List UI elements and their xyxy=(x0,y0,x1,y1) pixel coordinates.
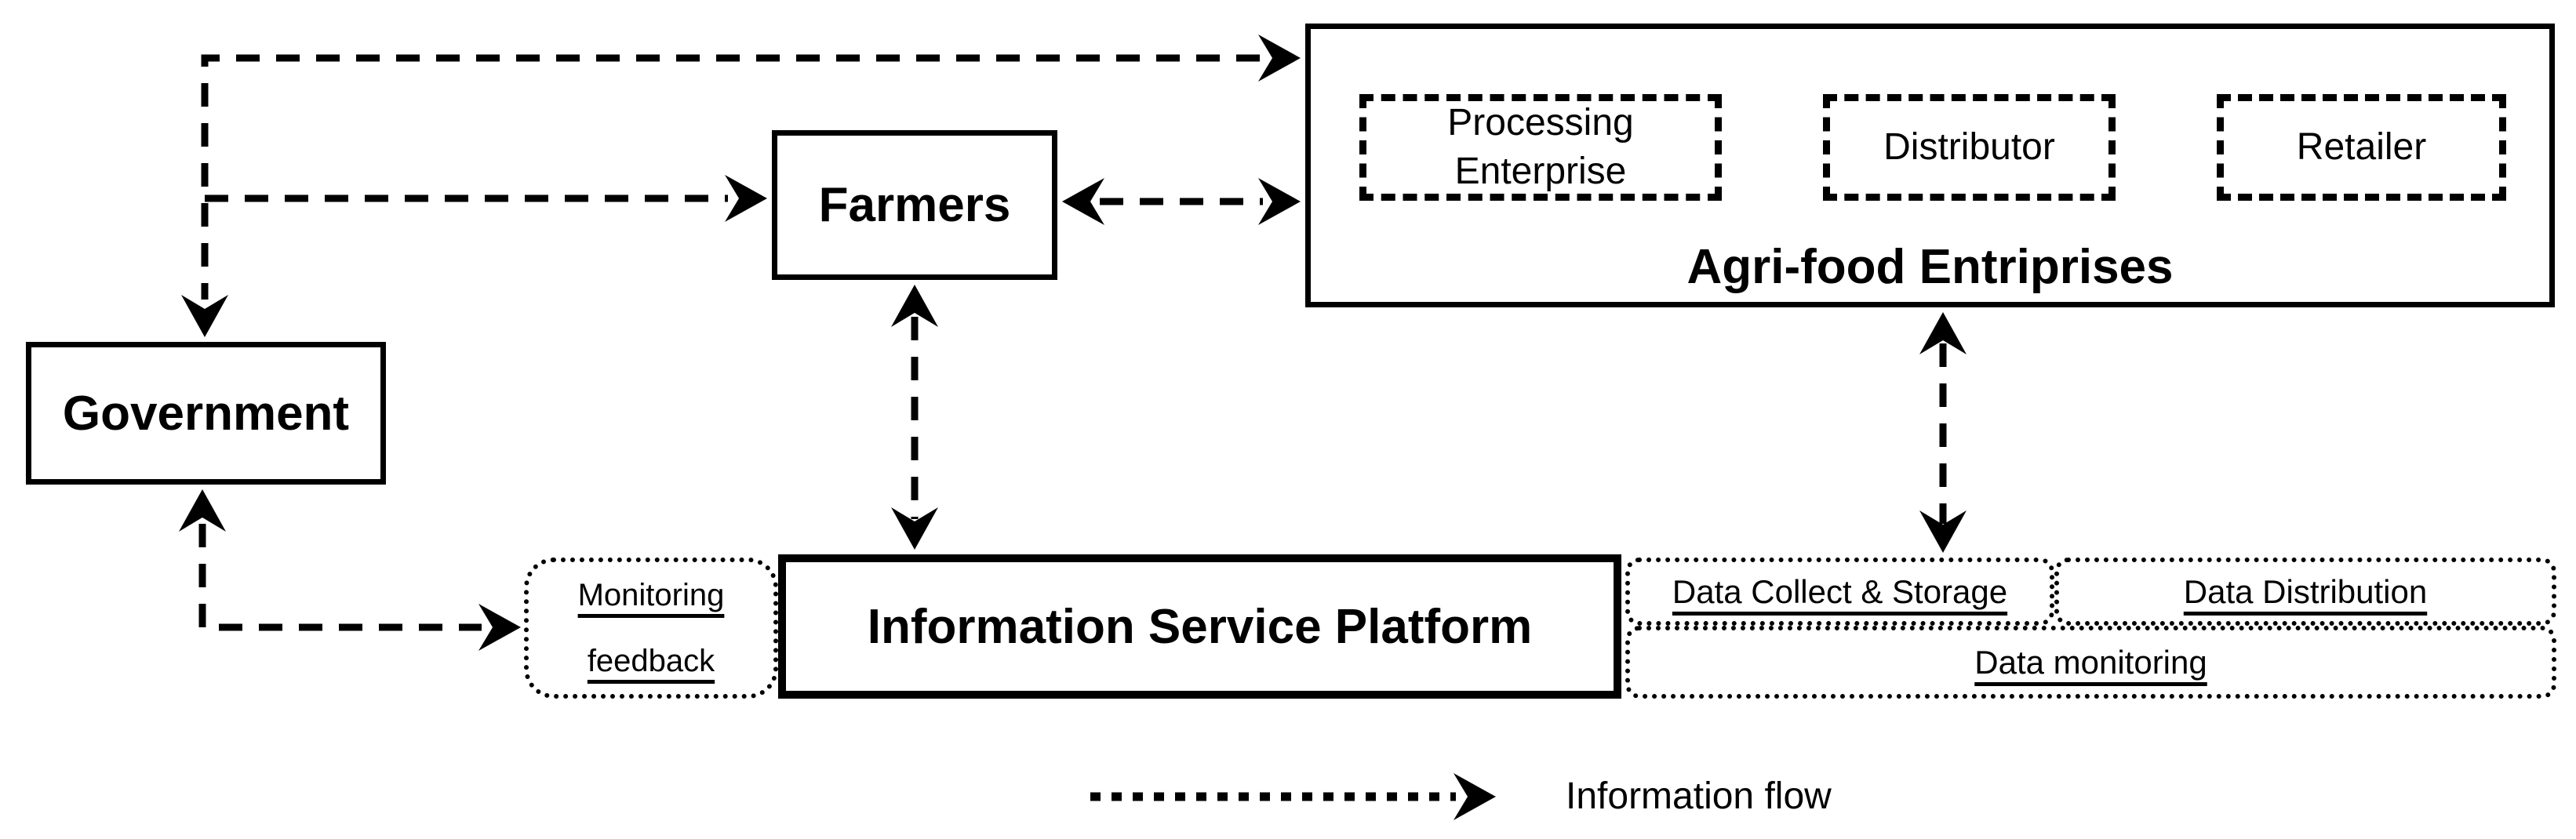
farmers-label: Farmers xyxy=(818,178,1011,232)
node-information-service-platform: Information Service Platform xyxy=(778,554,1621,699)
arrowhead-into-agrifood-top xyxy=(1258,35,1301,82)
monitoring-feedback-line1: Monitoring xyxy=(577,578,725,612)
arrowhead-into-farmers-right xyxy=(1062,178,1104,225)
arrowhead-into-agrifood-left xyxy=(1258,178,1301,225)
arrowhead-into-datacollect-top xyxy=(1919,510,1967,553)
legend-arrowhead xyxy=(1454,773,1496,820)
arrow-government-monitoring-feedback xyxy=(198,524,482,631)
node-retailer: Retailer xyxy=(2217,94,2506,201)
node-data-collect-storage: Data Collect & Storage xyxy=(1625,558,2054,626)
arrowhead-into-agrifood-bottom xyxy=(1919,312,1967,354)
node-distributor: Distributor xyxy=(1823,94,2116,201)
arrowhead-into-farmers-left xyxy=(725,175,767,222)
data-distribution-label: Data Distribution xyxy=(2183,572,2428,610)
arrow-government-agrifood xyxy=(201,54,1260,300)
node-agrifood-enterprises: Processing Enterprise Distributor Retail… xyxy=(1305,24,2555,307)
node-data-distribution: Data Distribution xyxy=(2054,558,2556,626)
processing-enterprise-label: Processing Enterprise xyxy=(1447,101,1634,192)
arrowhead-into-government-bottom xyxy=(179,489,226,532)
data-collect-storage-label: Data Collect & Storage xyxy=(1672,572,2008,610)
government-label: Government xyxy=(62,386,350,441)
node-government: Government xyxy=(26,342,386,485)
node-processing-enterprise: Processing Enterprise xyxy=(1359,94,1722,201)
arrowhead-into-government-top xyxy=(181,295,228,337)
node-data-monitoring: Data monitoring xyxy=(1625,626,2556,699)
monitoring-feedback-line2: feedback xyxy=(587,644,715,678)
distributor-label: Distributor xyxy=(1883,125,2055,168)
data-monitoring-label: Data monitoring xyxy=(1974,643,2207,681)
arrowhead-into-monitoring-feedback xyxy=(478,604,521,651)
arrowhead-into-isp-top xyxy=(891,507,938,550)
node-monitoring-feedback: Monitoring feedback xyxy=(524,558,778,699)
arrowhead-into-farmers-bottom xyxy=(891,285,938,327)
legend-label: Information flow xyxy=(1566,775,1832,817)
retailer-label: Retailer xyxy=(2296,125,2427,168)
isp-label: Information Service Platform xyxy=(867,599,1533,654)
node-farmers: Farmers xyxy=(772,130,1057,280)
agrifood-title: Agri-food Entriprises xyxy=(1686,240,2174,294)
